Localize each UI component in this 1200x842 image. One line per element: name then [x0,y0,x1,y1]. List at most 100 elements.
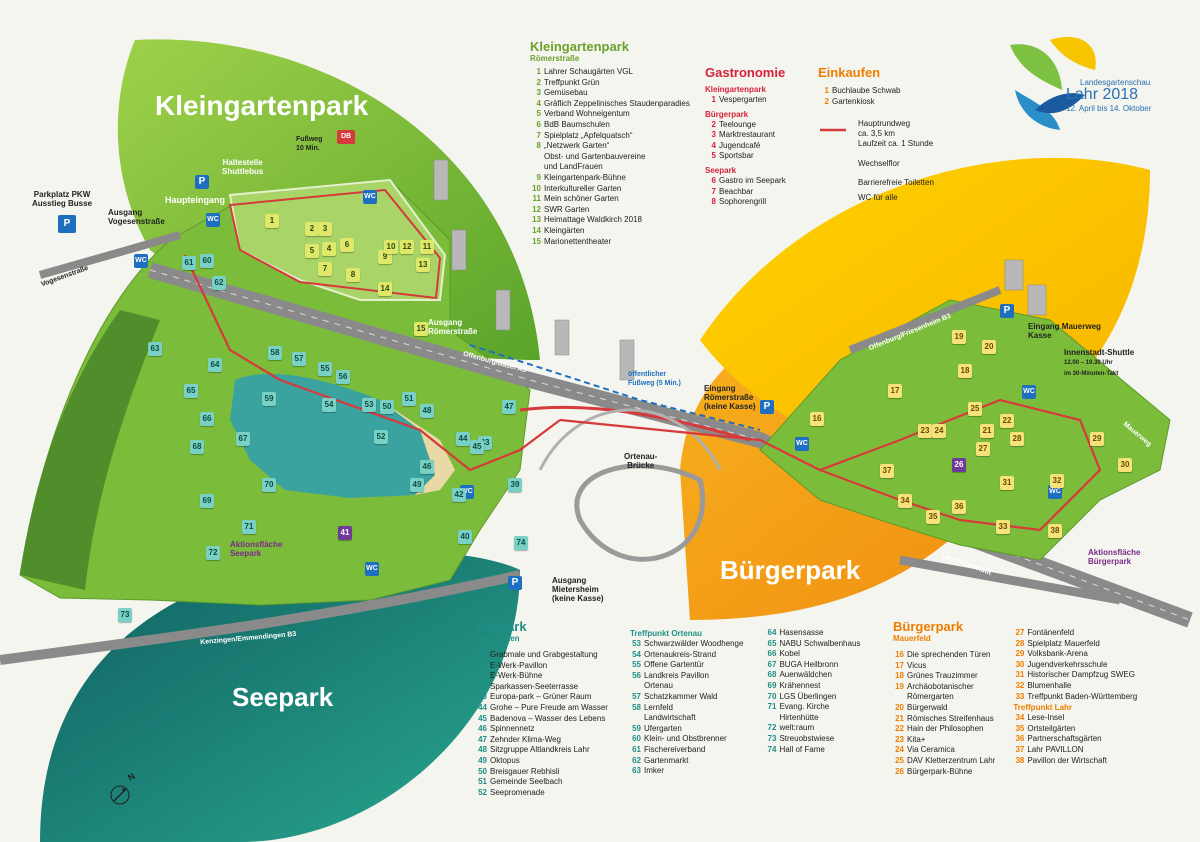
attraction-marker-67[interactable]: 67 [236,432,250,446]
legend-item-label: Spielplatz „Apfelquatsch“ [544,130,633,140]
attraction-marker-30[interactable]: 30 [1118,458,1132,472]
attraction-marker-65[interactable]: 65 [184,384,198,398]
wc-icon[interactable]: WC [1022,385,1036,399]
attraction-marker-42[interactable]: 42 [452,488,466,502]
attraction-marker-24[interactable]: 24 [932,424,946,438]
attraction-marker-47[interactable]: 47 [502,400,516,414]
parking-icon[interactable]: P [58,215,76,233]
attraction-marker-40[interactable]: 40 [458,530,472,544]
attraction-marker-35[interactable]: 35 [926,510,940,524]
attraction-marker-41[interactable]: 41 [338,526,352,540]
attraction-marker-73[interactable]: 73 [118,608,132,622]
attraction-marker-55[interactable]: 55 [318,362,332,376]
parking-bike-icon[interactable]: P [1000,304,1014,318]
attraction-marker-6[interactable]: 6 [340,238,354,252]
attraction-marker-17[interactable]: 17 [888,384,902,398]
attraction-marker-11[interactable]: 11 [420,240,434,254]
attraction-marker-8[interactable]: 8 [346,268,360,282]
attraction-marker-50[interactable]: 50 [380,400,394,414]
attraction-marker-25[interactable]: 25 [968,402,982,416]
svg-text:N: N [126,771,137,783]
wc-icon[interactable]: WC [363,190,377,204]
wc-icon[interactable]: WC [206,213,220,227]
attraction-marker-12[interactable]: 12 [400,240,414,254]
parking-bike-icon[interactable]: P [508,576,522,590]
wc-icon[interactable]: WC [365,562,379,576]
attraction-marker-29[interactable]: 29 [1090,432,1104,446]
attraction-marker-15[interactable]: 15 [414,322,428,336]
attraction-marker-10[interactable]: 10 [384,240,398,254]
wc-icon[interactable]: WC [134,254,148,268]
parking-bike-icon[interactable]: P [760,400,774,414]
legend-item-label: und LandFrauen [544,162,603,172]
attraction-marker-39[interactable]: 39 [508,478,522,492]
attraction-marker-59[interactable]: 59 [262,392,276,406]
attraction-marker-71[interactable]: 71 [242,520,256,534]
attraction-marker-31[interactable]: 31 [1000,476,1014,490]
attraction-marker-26[interactable]: 26 [952,458,966,472]
attraction-marker-33[interactable]: 33 [996,520,1010,534]
attraction-marker-38[interactable]: 38 [1048,524,1062,538]
attraction-marker-68[interactable]: 68 [190,440,204,454]
attraction-marker-4[interactable]: 4 [322,242,336,256]
attraction-marker-62[interactable]: 62 [212,276,226,290]
attraction-marker-44[interactable]: 44 [456,432,470,446]
attraction-marker-66[interactable]: 66 [200,412,214,426]
attraction-marker-1[interactable]: 1 [265,214,279,228]
attraction-marker-64[interactable]: 64 [208,358,222,372]
attraction-marker-46[interactable]: 46 [420,460,434,474]
attraction-marker-63[interactable]: 63 [148,342,162,356]
attraction-marker-49[interactable]: 49 [410,478,424,492]
attraction-marker-74[interactable]: 74 [514,536,528,550]
wc-icon[interactable]: WC [795,437,809,451]
attraction-marker-52[interactable]: 52 [374,430,388,444]
legend-item-label: Partnerschaftsgärten [1027,734,1102,744]
attraction-marker-28[interactable]: 28 [1010,432,1024,446]
parking-bike-icon[interactable]: P [195,175,209,189]
db-station-icon[interactable]: DB [337,130,355,144]
attraction-marker-51[interactable]: 51 [402,392,416,406]
attraction-marker-20[interactable]: 20 [982,340,996,354]
attraction-marker-60[interactable]: 60 [200,254,214,268]
attraction-marker-56[interactable]: 56 [336,370,350,384]
attraction-marker-7[interactable]: 7 [318,262,332,276]
attraction-marker-61[interactable]: 61 [182,256,196,270]
attraction-marker-19[interactable]: 19 [952,330,966,344]
attraction-marker-45[interactable]: 45 [470,440,484,454]
attraction-marker-34[interactable]: 34 [898,494,912,508]
attraction-marker-22[interactable]: 22 [1000,414,1014,428]
attraction-marker-21[interactable]: 21 [980,424,994,438]
attraction-marker-53[interactable]: 53 [362,398,376,412]
attraction-marker-23[interactable]: 23 [918,424,932,438]
attraction-marker-37[interactable]: 37 [880,464,894,478]
attraction-marker-16[interactable]: 16 [810,412,824,426]
attraction-marker-32[interactable]: 32 [1050,474,1064,488]
attraction-marker-57[interactable]: 57 [292,352,306,366]
legend-item-number: 31 [1015,670,1025,680]
attraction-marker-18[interactable]: 18 [958,364,972,378]
legend-item-number: 11 [532,194,541,204]
attraction-marker-70[interactable]: 70 [262,478,276,492]
legend-gastro-title: Gastronomie [705,65,786,80]
attraction-marker-3[interactable]: 3 [318,222,332,236]
attraction-marker-72[interactable]: 72 [206,546,220,560]
attraction-marker-54[interactable]: 54 [322,398,336,412]
attraction-marker-69[interactable]: 69 [200,494,214,508]
attraction-marker-2[interactable]: 2 [305,222,319,236]
label-haupteingang: Haupteingang [165,195,225,205]
attraction-marker-58[interactable]: 58 [268,346,282,360]
legend-item-number: 23 [895,734,904,744]
legend-item-label: Kleingärten [544,225,585,235]
attraction-marker-48[interactable]: 48 [420,404,434,418]
wc-icon[interactable]: WC [1048,485,1062,499]
attraction-marker-5[interactable]: 5 [305,244,319,258]
legend-item-label: Gartenkiosk [832,96,875,106]
attraction-marker-14[interactable]: 14 [378,282,392,296]
attraction-marker-27[interactable]: 27 [976,442,990,456]
attraction-marker-36[interactable]: 36 [952,500,966,514]
attraction-marker-13[interactable]: 13 [416,258,430,272]
